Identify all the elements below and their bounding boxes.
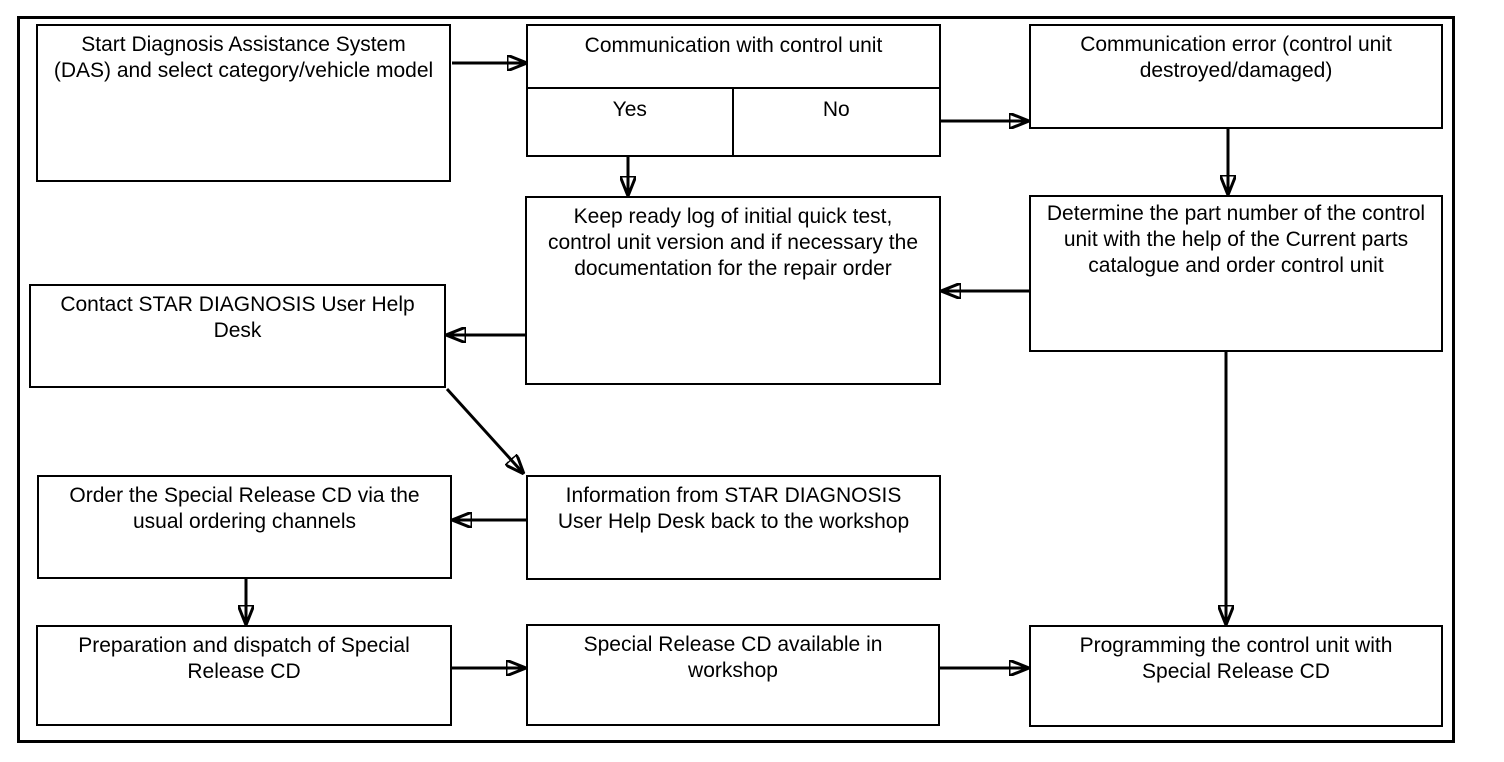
- node-programming-control-unit-label: Programming the control unit with Specia…: [1079, 634, 1393, 683]
- node-info-back-to-workshop: Information from STAR DIAGNOSIS User Hel…: [526, 475, 941, 580]
- node-communication-check-label: Communication with control unit: [584, 34, 883, 57]
- decision-no-cell: No: [734, 89, 940, 155]
- node-keep-ready-log-label: Keep ready log of initial quick test, co…: [547, 205, 919, 280]
- decision-no-label: No: [822, 98, 850, 121]
- node-contact-help-desk: Contact STAR DIAGNOSIS User Help Desk: [29, 284, 446, 388]
- node-start-das-label: Start Diagnosis Assistance System (DAS) …: [53, 33, 434, 82]
- node-determine-part-number: Determine the part number of the control…: [1029, 195, 1443, 352]
- decision-yes-cell: Yes: [528, 89, 734, 155]
- node-order-special-release-cd-label: Order the Special Release CD via the usu…: [69, 484, 420, 533]
- decision-options-row: Yes No: [528, 89, 939, 155]
- node-communication-error-label: Communication error (control unit destro…: [1080, 33, 1392, 82]
- node-preparation-dispatch: Preparation and dispatch of Special Rele…: [36, 625, 452, 726]
- node-communication-error: Communication error (control unit destro…: [1029, 24, 1443, 129]
- node-preparation-dispatch-label: Preparation and dispatch of Special Rele…: [78, 634, 410, 683]
- node-communication-check: Communication with control unit Yes No: [526, 24, 941, 157]
- node-order-special-release-cd: Order the Special Release CD via the usu…: [37, 475, 452, 579]
- node-determine-part-number-label: Determine the part number of the control…: [1046, 202, 1426, 277]
- node-cd-available-label: Special Release CD available in workshop: [583, 633, 883, 682]
- node-start-das: Start Diagnosis Assistance System (DAS) …: [36, 24, 451, 182]
- node-info-back-to-workshop-label: Information from STAR DIAGNOSIS User Hel…: [557, 484, 910, 533]
- node-cd-available: Special Release CD available in workshop: [526, 624, 940, 726]
- decision-yes-label: Yes: [612, 98, 647, 121]
- node-contact-help-desk-label: Contact STAR DIAGNOSIS User Help Desk: [60, 293, 415, 342]
- node-keep-ready-log: Keep ready log of initial quick test, co…: [525, 196, 941, 385]
- node-programming-control-unit: Programming the control unit with Specia…: [1029, 625, 1443, 727]
- outer-border: [17, 16, 1455, 743]
- node-communication-check-header: Communication with control unit: [528, 26, 939, 89]
